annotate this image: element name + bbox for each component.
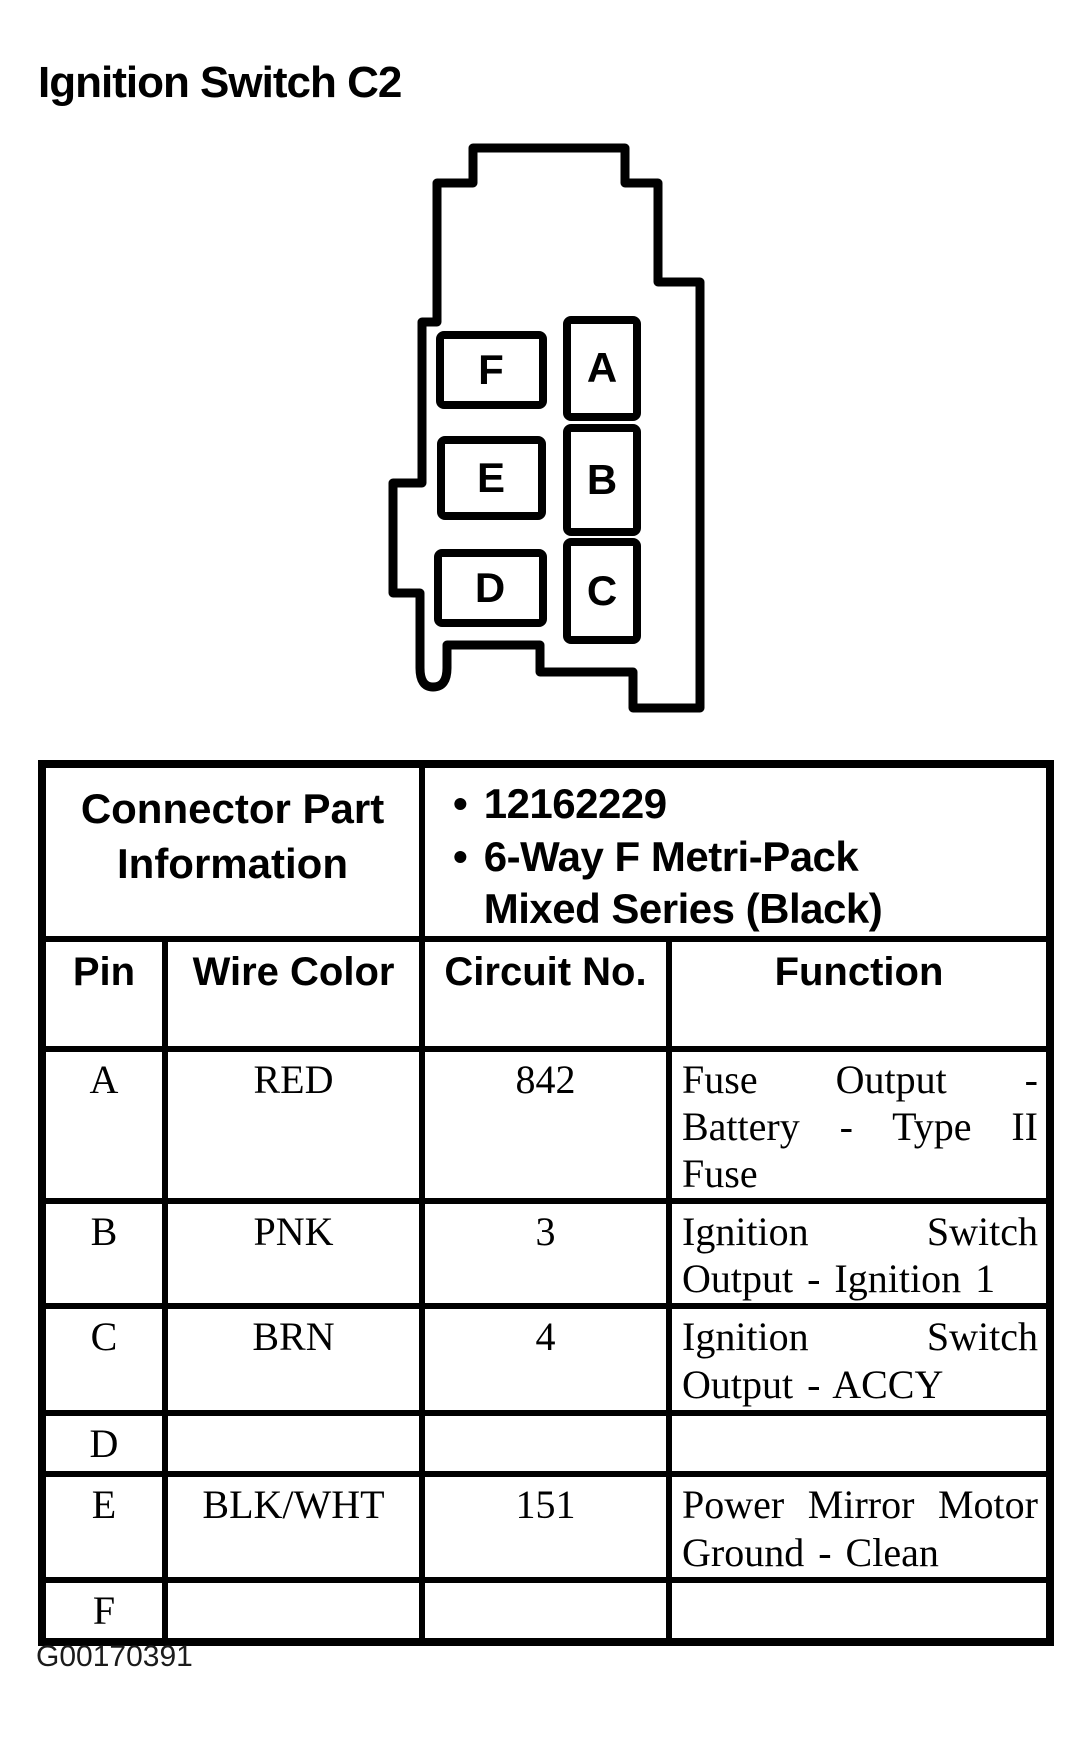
function-cell: Ignition Switch Output - Ignition 1	[666, 1198, 1053, 1310]
pin-cavity-d	[434, 549, 547, 627]
part-description-line: • 6-Way F Metri-Pack Mixed Series (Black…	[453, 831, 1040, 933]
circuit-no-cell	[419, 1576, 672, 1645]
wire-color-cell	[162, 1410, 425, 1478]
pin-cavity-f	[436, 331, 547, 409]
circuit-no-cell	[419, 1410, 672, 1478]
pin-cell: C	[39, 1303, 168, 1417]
wire-color-cell: BRN	[162, 1303, 425, 1417]
part-number: 12162229	[483, 780, 667, 827]
part-info-details: • 12162229 • 6-Way F Metri-Pack Mixed Se…	[419, 761, 1053, 942]
wire-color-cell: BLK/WHT	[162, 1471, 425, 1583]
column-header-pin: Pin	[39, 935, 168, 1052]
pin-cell: E	[39, 1471, 168, 1583]
part-number-line: • 12162229	[453, 778, 1040, 831]
column-header-row: Pin Wire Color Circuit No. Function	[39, 935, 1053, 1052]
pin-label-c: C	[587, 567, 617, 614]
table-row-pin-a: A RED 842 Fuse Output - Battery - Type I…	[39, 1045, 1053, 1205]
table-row-pin-c: C BRN 4 Ignition Switch Output - ACCY	[39, 1303, 1053, 1417]
wire-color-cell	[162, 1576, 425, 1645]
function-cell: Power Mirror Motor Ground - Clean	[666, 1471, 1053, 1583]
circuit-no-cell: 842	[419, 1045, 672, 1205]
part-description: 6-Way F Metri-Pack Mixed Series (Black)	[483, 832, 883, 933]
figure-code: G00170391	[36, 1640, 193, 1673]
wire-color-cell: RED	[162, 1045, 425, 1205]
column-header-circuit-no: Circuit No.	[419, 935, 672, 1052]
pin-cavity-b	[563, 424, 641, 536]
column-header-function: Function	[666, 935, 1053, 1052]
part-info-label: Connector Part Information	[39, 761, 425, 942]
circuit-no-cell: 4	[419, 1303, 672, 1417]
table-row-pin-f: F	[39, 1576, 1053, 1645]
part-info-row: Connector Part Information • 12162229 • …	[39, 761, 1053, 942]
table-row-pin-d: D	[39, 1410, 1053, 1478]
pin-cavity-a	[563, 316, 641, 421]
bullet-icon: •	[453, 780, 468, 827]
pin-label-a: A	[587, 344, 617, 391]
pin-label-b: B	[587, 456, 617, 503]
connector-housing-outline	[388, 143, 705, 713]
circuit-no-cell: 151	[419, 1471, 672, 1583]
pin-label-f: F	[478, 346, 504, 393]
pin-cell: D	[39, 1410, 168, 1478]
pin-label-e: E	[477, 454, 505, 501]
bullet-icon: •	[453, 832, 468, 880]
column-header-wire-color: Wire Color	[162, 935, 425, 1052]
table-row-pin-e: E BLK/WHT 151 Power Mirror Motor Ground …	[39, 1471, 1053, 1583]
pin-cell: A	[39, 1045, 168, 1205]
page-title: Ignition Switch C2	[38, 58, 402, 107]
function-cell: Fuse Output - Battery - Type II Fuse	[666, 1045, 1053, 1205]
pin-cell: F	[39, 1576, 168, 1645]
function-cell	[666, 1410, 1053, 1478]
function-cell: Ignition Switch Output - ACCY	[666, 1303, 1053, 1417]
connector-pinout-table: Connector Part Information • 12162229 • …	[38, 760, 1054, 1646]
pin-cavity-c	[563, 538, 641, 644]
pin-cell: B	[39, 1198, 168, 1310]
function-cell	[666, 1576, 1053, 1645]
wire-color-cell: PNK	[162, 1198, 425, 1310]
table-row-pin-b: B PNK 3 Ignition Switch Output - Ignitio…	[39, 1198, 1053, 1310]
pin-label-d: D	[475, 564, 505, 611]
pin-cavity-e	[437, 436, 546, 520]
circuit-no-cell: 3	[419, 1198, 672, 1310]
